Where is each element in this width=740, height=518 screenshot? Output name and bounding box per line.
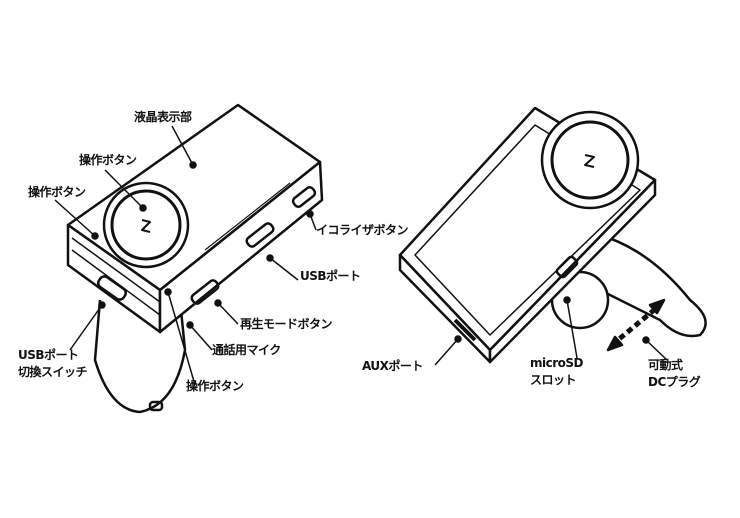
label-usb-switch: USBポート 切換スイッチ — [18, 347, 88, 381]
label-dc-plug-line1: 可動式 — [648, 358, 683, 372]
label-microsd-line2: スロット — [530, 373, 577, 387]
label-equalizer-button: イコライザボタン — [316, 223, 409, 237]
label-operation-button-center: 操作ボタン — [79, 153, 137, 167]
left-device-drawing — [66, 103, 324, 414]
label-call-mic: 通話用マイク — [212, 343, 281, 357]
label-operation-button-left: 操作ボタン — [28, 185, 86, 199]
label-dc-plug-line2: DCプラグ — [648, 375, 701, 389]
label-usb-switch-line1: USBポート — [18, 348, 79, 362]
right-device-drawing — [398, 106, 707, 364]
label-operation-button-bottom: 操作ボタン — [186, 379, 244, 393]
leader-lines — [54, 125, 668, 386]
label-play-mode-button: 再生モードボタン — [240, 317, 333, 331]
label-aux-port: AUXポート — [362, 359, 423, 373]
label-dc-plug: 可動式 DCプラグ — [648, 357, 701, 391]
label-microsd-slot: microSD スロット — [530, 355, 584, 389]
label-usb-port: USBポート — [300, 269, 361, 283]
label-lcd: 液晶表示部 — [134, 110, 192, 124]
label-microsd-line1: microSD — [530, 356, 584, 370]
label-usb-switch-line2: 切換スイッチ — [18, 365, 88, 379]
